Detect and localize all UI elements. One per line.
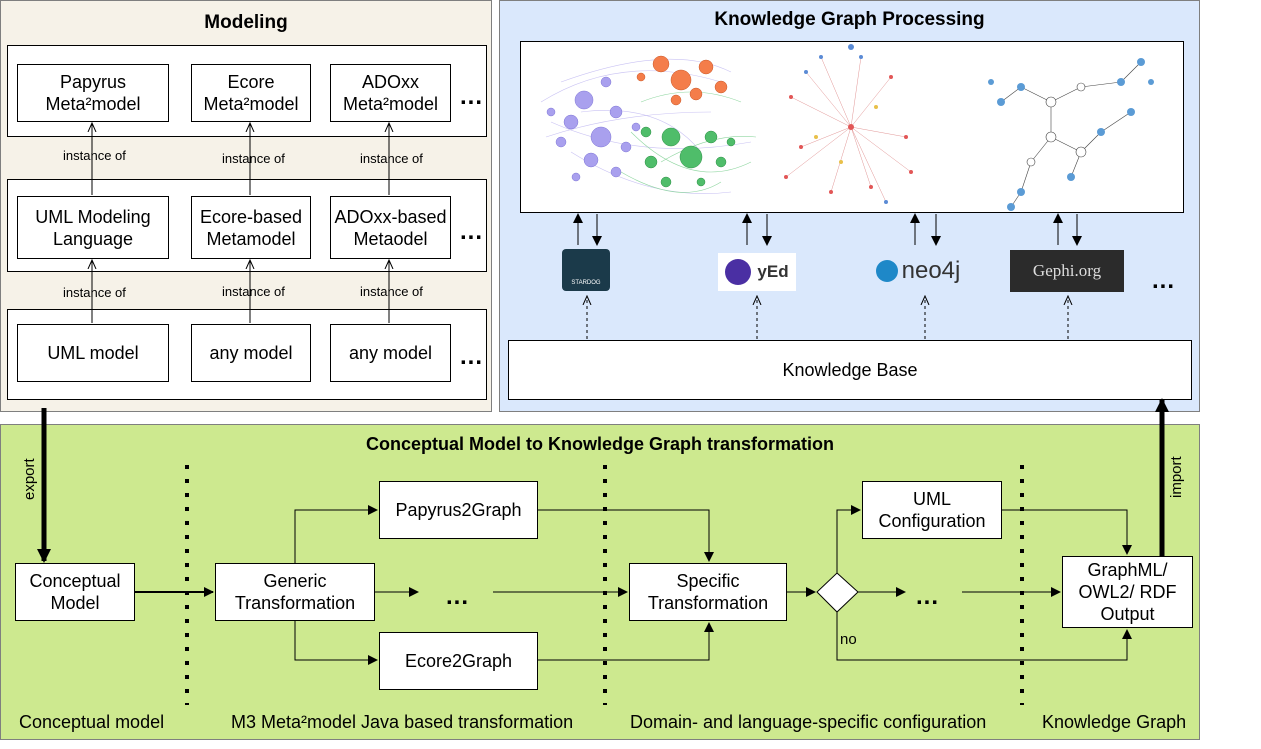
instance-of-label: instance of: [360, 284, 423, 299]
tree-graph-image: [988, 58, 1154, 211]
neo4j-label: neo4j: [901, 257, 961, 284]
yed-label: yEd: [757, 262, 789, 281]
knowledge-base-box[interactable]: Knowledge Base: [508, 340, 1192, 400]
generic-ellipsis: ...: [446, 583, 470, 610]
config-ellipsis: ...: [916, 583, 940, 610]
any-model-box-1[interactable]: any model: [191, 324, 311, 382]
yed-icon: [725, 259, 752, 285]
radial-graph-image: [784, 44, 913, 204]
footer-conceptual-model: Conceptual model: [19, 712, 165, 732]
footer-knowledge-graph: Knowledge Graph: [1042, 712, 1187, 732]
modeling-title: Modeling: [204, 12, 288, 33]
instance-of-label: instance of: [360, 151, 423, 166]
uml-configuration-box[interactable]: UML Configuration: [862, 481, 1002, 539]
graph-visualizations: [540, 44, 1154, 211]
specific-transformation-box[interactable]: Specific Transformation: [629, 563, 787, 621]
adoxx-metamodel-box[interactable]: ADOxx-based Metaodel: [330, 196, 451, 259]
tool-arrows: [573, 213, 1082, 246]
instance-of-label: instance of: [222, 151, 285, 166]
neo4j-logo[interactable]: neo4j: [870, 251, 966, 291]
transformation-panel: Conceptual Model to Knowledge Graph tran…: [0, 424, 1200, 740]
papyrus2graph-box[interactable]: Papyrus2Graph: [379, 481, 538, 539]
output-box[interactable]: GraphML/ OWL2/ RDF Output: [1062, 556, 1193, 628]
instance-of-label: instance of: [63, 148, 126, 163]
transformation-title: Conceptual Model to Knowledge Graph tran…: [365, 434, 835, 454]
instance-of-label: instance of: [63, 285, 126, 300]
uml-model-box[interactable]: UML model: [17, 324, 169, 382]
kg-processing-panel: Knowledge Graph Processing: [499, 0, 1200, 412]
metamodel-ellipsis: ...: [460, 218, 484, 245]
instance-of-arrows: [92, 123, 389, 323]
ecore-metamodel-box[interactable]: Ecore-based Metamodel: [191, 196, 311, 259]
gephi-logo[interactable]: Gephi.org: [1010, 250, 1124, 292]
instance-of-label: instance of: [222, 284, 285, 299]
any-model-box-2[interactable]: any model: [330, 324, 451, 382]
flow-arrows: [135, 505, 1132, 665]
conceptual-model-box[interactable]: Conceptual Model: [15, 563, 135, 621]
no-label: no: [840, 631, 857, 648]
ecore2graph-box[interactable]: Ecore2Graph: [379, 632, 538, 690]
footer-m3-transformation: M3 Meta²model Java based transformation: [231, 712, 574, 732]
decision-diamond[interactable]: [816, 572, 859, 613]
tools-ellipsis: ...: [1152, 267, 1176, 294]
papyrus-meta2model-box[interactable]: Papyrus Meta²model: [17, 64, 169, 122]
knowledge-base-arrows: [587, 296, 1068, 339]
section-separators: [185, 465, 1024, 705]
model-ellipsis: ...: [460, 343, 484, 370]
gephi-label: Gephi.org: [1032, 261, 1102, 280]
stardog-logo[interactable]: STARDOG: [562, 249, 610, 291]
yed-logo[interactable]: yEd: [718, 253, 796, 291]
kg-processing-title: Knowledge Graph Processing: [714, 9, 985, 30]
uml-modeling-language-box[interactable]: UML Modeling Language: [17, 196, 169, 259]
neo4j-icon: [875, 260, 898, 282]
generic-transformation-box[interactable]: Generic Transformation: [215, 563, 375, 621]
ecore-meta2model-box[interactable]: Ecore Meta²model: [191, 64, 311, 122]
adoxx-meta2model-box[interactable]: ADOxx Meta²model: [330, 64, 451, 122]
graph-visualizations-box: [520, 41, 1184, 213]
meta2model-ellipsis: ...: [460, 83, 484, 110]
modeling-panel: Modeling Papyrus Meta²model Ecore Meta²m…: [0, 0, 492, 412]
footer-domain-config: Domain- and language-specific configurat…: [630, 712, 987, 732]
cluster-graph-image: [540, 55, 757, 194]
stardog-label: STARDOG: [571, 280, 601, 286]
